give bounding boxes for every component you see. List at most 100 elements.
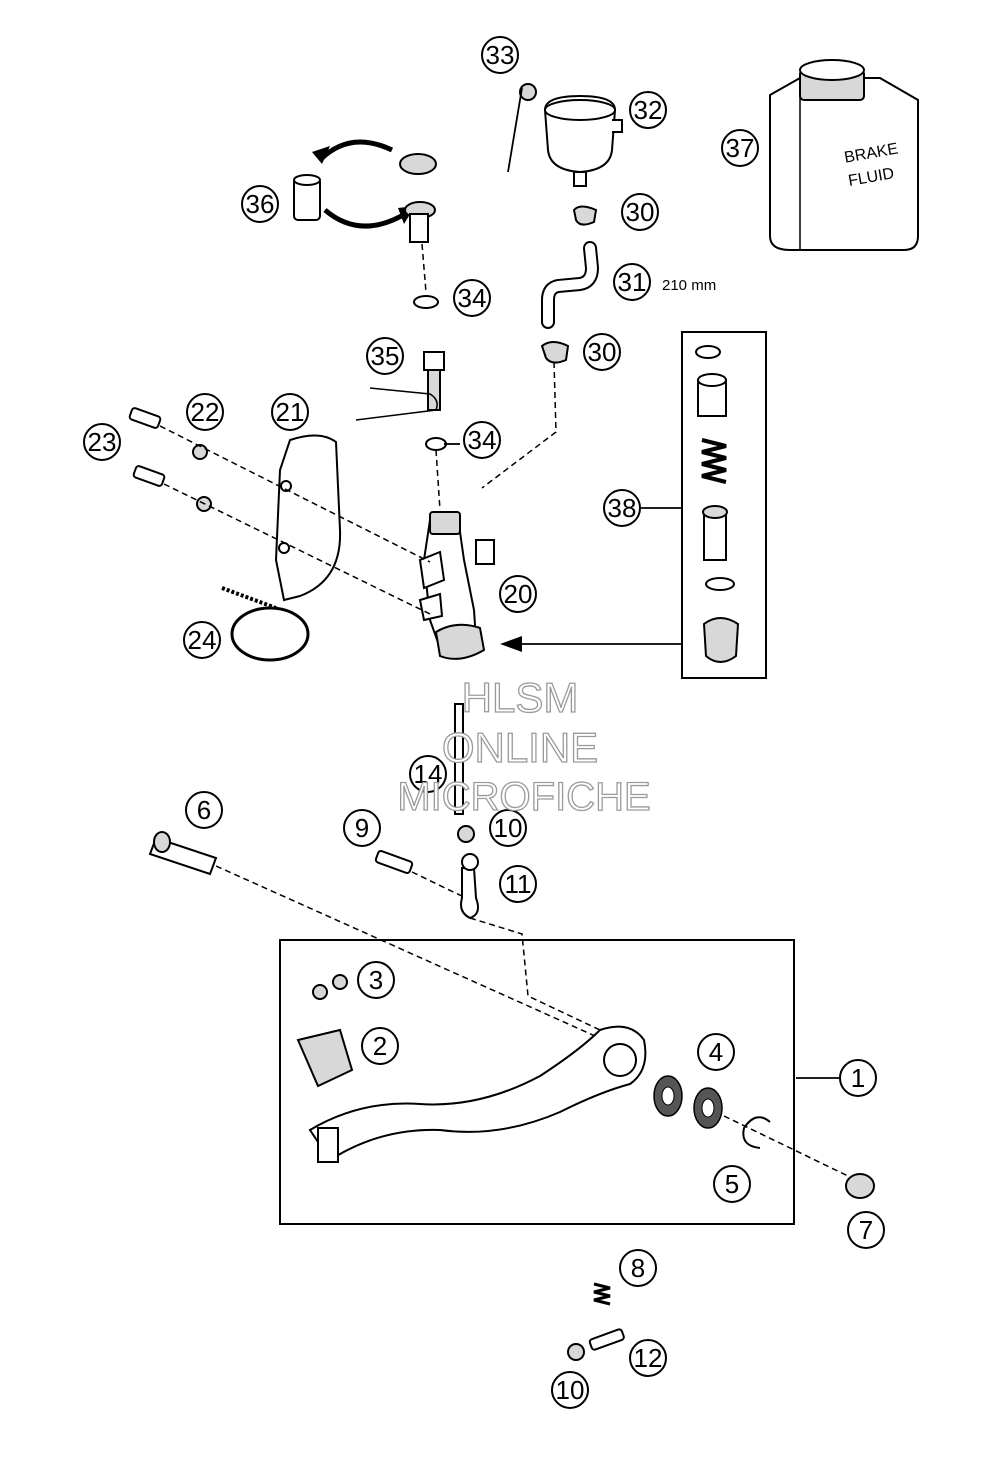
- svg-text:12: 12: [634, 1343, 663, 1373]
- svg-text:37: 37: [726, 133, 755, 163]
- bolt-23-lower: [132, 465, 166, 487]
- callout-11: 11: [499, 865, 537, 903]
- svg-text:31: 31: [618, 267, 647, 297]
- screw-3: [312, 974, 348, 1000]
- washer-22-upper: [192, 444, 208, 460]
- svg-text:8: 8: [631, 1253, 645, 1283]
- callout-30-top: 30: [621, 193, 659, 231]
- callout-30-bottom: 30: [583, 333, 621, 371]
- callout-31: 31: [613, 263, 651, 301]
- svg-text:36: 36: [246, 189, 275, 219]
- callout-36: 36: [241, 185, 279, 223]
- nut-10-lower: [567, 1343, 585, 1361]
- bushing-7: [845, 1173, 875, 1199]
- callout-4: 4: [697, 1033, 735, 1071]
- adapter-top: [399, 153, 437, 243]
- svg-text:35: 35: [371, 341, 400, 371]
- svg-text:34: 34: [468, 425, 497, 455]
- clevis-11: [460, 853, 479, 920]
- svg-text:6: 6: [197, 795, 211, 825]
- svg-text:24: 24: [188, 625, 217, 655]
- master-cylinder-20: [418, 511, 495, 660]
- callout-7: 7: [847, 1211, 885, 1249]
- callout-9: 9: [343, 809, 381, 847]
- watermark-line-1: HLSM: [462, 674, 579, 721]
- cap-nut-33: [519, 83, 537, 101]
- brake-fluid-can-37: BRAKE FLUID: [769, 59, 919, 251]
- callout-38: 38: [603, 489, 641, 527]
- watermark-line-2: ONLINE: [442, 724, 598, 771]
- heat-shield-21: [274, 434, 342, 602]
- callout-21: 21: [271, 393, 309, 431]
- hose-31: [541, 241, 600, 329]
- svg-text:21: 21: [276, 397, 305, 427]
- fitting-35: [355, 351, 445, 421]
- nut-10-upper: [457, 825, 475, 843]
- svg-text:9: 9: [355, 813, 369, 843]
- callout-8: 8: [619, 1249, 657, 1287]
- reservoir-32: [543, 94, 623, 187]
- callout-6: 6: [185, 791, 223, 829]
- svg-text:2: 2: [373, 1031, 387, 1061]
- watermark-line-3: MICROFICHE: [397, 775, 650, 819]
- brake-pedal: [308, 1025, 647, 1163]
- svg-text:3: 3: [369, 965, 383, 995]
- bearing-4-right: [693, 1087, 723, 1129]
- clamp-30-top: [572, 205, 598, 226]
- svg-text:10: 10: [556, 1375, 585, 1405]
- callout-22: 22: [186, 393, 224, 431]
- callout-12: 12: [629, 1339, 667, 1377]
- svg-text:38: 38: [608, 493, 637, 523]
- callout-32: 32: [629, 91, 667, 129]
- washer-34-top: [413, 295, 439, 309]
- callout-34-top: 34: [453, 279, 491, 317]
- callout-24: 24: [183, 621, 221, 659]
- callout-14: 14: [409, 755, 447, 793]
- bearing-4-left: [653, 1075, 683, 1117]
- rotation-arrows: [312, 139, 415, 229]
- pedal-assembly-box: [279, 939, 795, 1225]
- callout-23: 23: [83, 423, 121, 461]
- svg-text:20: 20: [504, 579, 533, 609]
- cable-tie-24: [221, 586, 310, 662]
- svg-text:30: 30: [588, 337, 617, 367]
- washer-34-bottom: [425, 437, 447, 451]
- callout-35: 35: [366, 337, 404, 375]
- svg-text:34: 34: [458, 283, 487, 313]
- circlip-5: [742, 1116, 771, 1149]
- callout-2: 2: [361, 1027, 399, 1065]
- callout-33: 33: [481, 36, 519, 74]
- callout-37: 37: [721, 129, 759, 167]
- bolt-6: [148, 831, 218, 876]
- callout-10-upper: 10: [489, 809, 527, 847]
- repair-kit-box: [681, 331, 767, 679]
- svg-text:33: 33: [486, 40, 515, 70]
- callout-1: 1: [839, 1059, 877, 1097]
- svg-text:5: 5: [725, 1169, 739, 1199]
- svg-text:10: 10: [494, 813, 523, 843]
- bolt-23-upper: [128, 407, 162, 429]
- callout-5: 5: [713, 1165, 751, 1203]
- bolt-9: [374, 850, 414, 874]
- push-rod-14: [454, 703, 464, 815]
- svg-text:11: 11: [505, 869, 532, 899]
- svg-text:14: 14: [414, 759, 443, 789]
- svg-text:30: 30: [626, 197, 655, 227]
- step-plate-2: [296, 1028, 354, 1088]
- hose-length-note: 210 mm: [662, 277, 716, 294]
- callout-34-bottom: 34: [463, 421, 501, 459]
- svg-text:1: 1: [851, 1063, 865, 1093]
- clamp-30-bottom: [540, 341, 570, 364]
- spring-8: [593, 1282, 611, 1306]
- cap-36: [293, 174, 321, 221]
- svg-text:4: 4: [709, 1037, 723, 1067]
- svg-text:23: 23: [88, 427, 117, 457]
- bolt-12: [588, 1328, 625, 1351]
- svg-text:22: 22: [191, 397, 220, 427]
- callout-10-lower: 10: [551, 1371, 589, 1409]
- svg-text:7: 7: [859, 1215, 873, 1245]
- watermark: HLSM ONLINE MICROFICHE: [397, 673, 652, 819]
- svg-text:32: 32: [634, 95, 663, 125]
